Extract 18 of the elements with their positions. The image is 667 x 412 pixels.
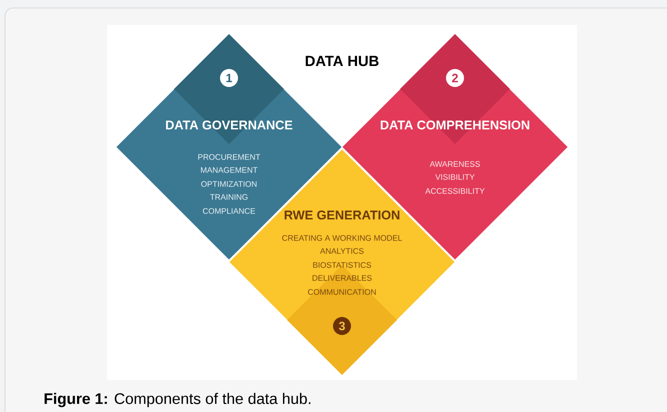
list-item: COMPLIANCE [202, 208, 256, 214]
list-item: ACCESSIBILITY [425, 188, 485, 194]
list-item: AWARENESS [430, 161, 480, 167]
heading: RWE GENERATION [284, 210, 400, 220]
list-item: COMMUNICATION [308, 289, 376, 295]
caption: Figure 1: Components of the data hub. [44, 392, 310, 408]
list-item: MANAGEMENT [200, 167, 258, 173]
heading: DATA GOVERNANCE [166, 120, 292, 130]
heading: DATA COMPREHENSION [380, 120, 530, 130]
list-item: DELIVERABLES [312, 275, 372, 281]
list-item: OPTIMIZATION [201, 181, 256, 187]
list-item: TRAINING [210, 194, 248, 200]
list-item: ANALYTICS [320, 248, 364, 254]
list-item: CREATING A WORKING MODEL [282, 235, 402, 241]
list-item: PROCUREMENT [198, 154, 260, 160]
list-item: VISIBILITY [435, 174, 475, 180]
title: DATA HUB [306, 56, 378, 66]
list-item: BIOSTATISTICS [313, 262, 372, 268]
